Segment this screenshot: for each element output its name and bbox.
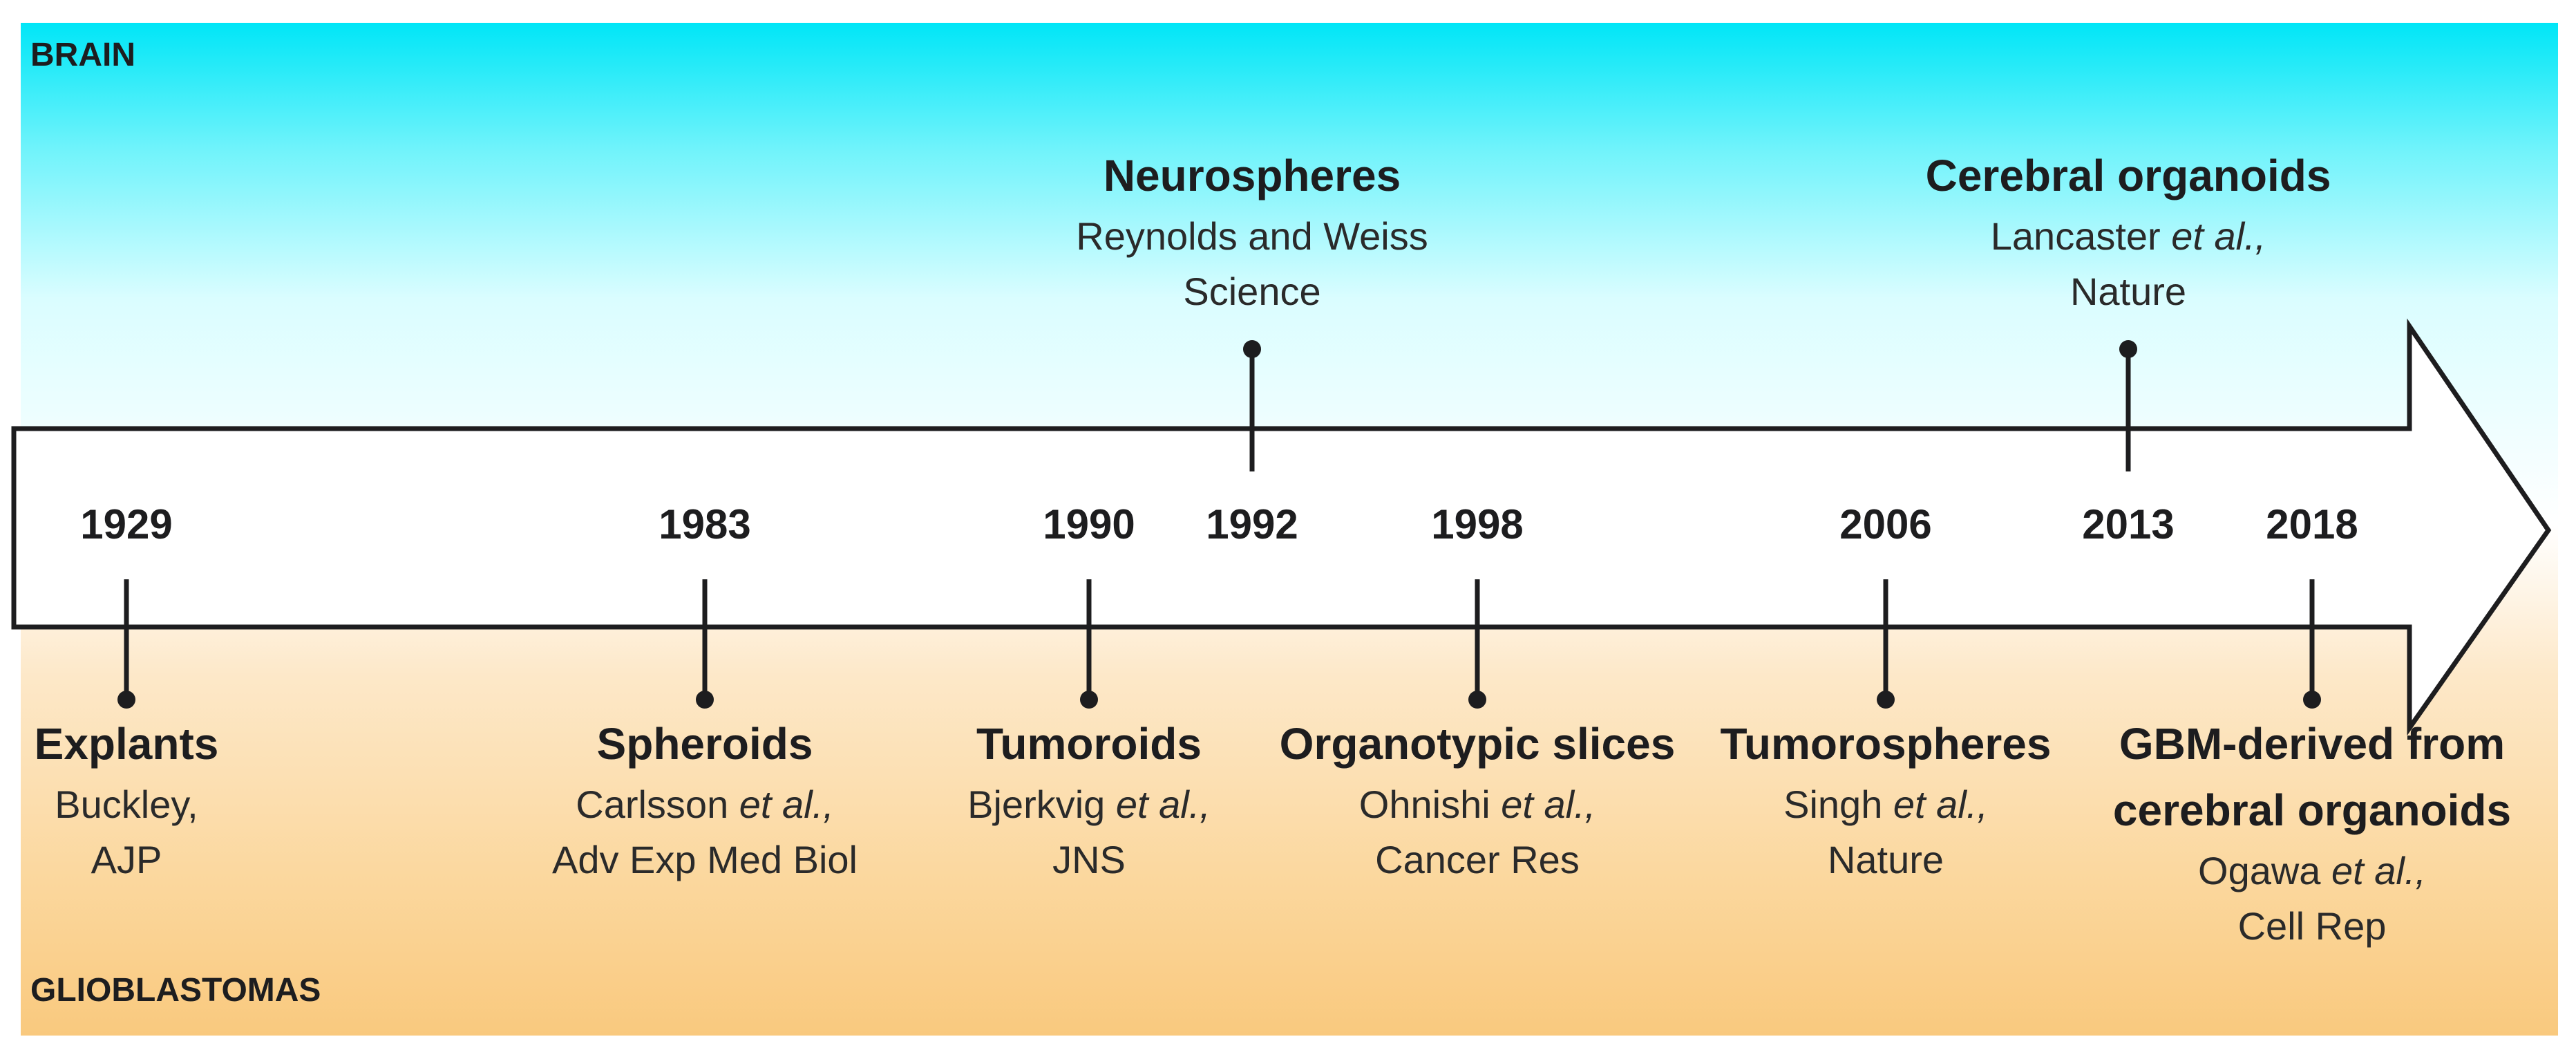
gbm-1990-dot	[1080, 691, 1098, 709]
event-citation-authors: Bjerkvig et al.,	[847, 777, 1331, 832]
event-title: Organotypic slices	[1279, 719, 1676, 769]
event-citation-journal: AJP	[91, 838, 162, 881]
timeline-stems	[117, 340, 2321, 709]
year-label-2006: 2006	[1839, 501, 1932, 548]
citation-author: Carlsson	[576, 783, 739, 826]
year-label-1929: 1929	[80, 501, 173, 548]
citation-author: Ogawa	[2198, 849, 2332, 892]
event-citation-authors: Carlsson et al.,	[463, 777, 947, 832]
event-citation-journal: Adv Exp Med Biol	[552, 838, 858, 881]
citation-author: Buckley,	[55, 783, 198, 826]
event-citation-journal: Nature	[1827, 838, 1944, 881]
event-citation-authors: Ogawa et al.,	[2070, 843, 2554, 899]
glioblastoma-section-label: GLIOBLASTOMAS	[30, 972, 321, 1009]
event-citation-journal: JNS	[1052, 838, 1126, 881]
event-citation-authors: Singh et al.,	[1644, 777, 2128, 832]
event-title: GBM-derived from	[2119, 719, 2506, 769]
brain-section-label: BRAIN	[30, 37, 135, 73]
year-label-2013: 2013	[2082, 501, 2175, 548]
event-citation-authors: Buckley,	[0, 777, 368, 832]
citation-et-al: et al.,	[739, 783, 834, 826]
citation-et-al: et al.,	[2331, 849, 2426, 892]
event-citation-authors: Reynolds and Weiss	[1010, 209, 1494, 264]
event-citation-journal: Science	[1183, 270, 1321, 313]
gbm-2018-dot	[2303, 691, 2321, 709]
brain-2013-dot	[2119, 340, 2137, 358]
event-title-line2: cerebral organoids	[2112, 785, 2512, 835]
citation-et-al: et al.,	[1115, 783, 1211, 826]
citation-author: Ohnishi	[1358, 783, 1502, 826]
year-label-1992: 1992	[1206, 501, 1298, 548]
gbm-1998-dot	[1468, 691, 1486, 709]
citation-et-al: et al.,	[1501, 783, 1596, 826]
event-title: Tumorospheres	[1720, 719, 2052, 769]
citation-author: Singh	[1783, 783, 1893, 826]
timeline-arrow	[11, 318, 2552, 736]
citation-et-al: et al.,	[2171, 214, 2266, 258]
gbm-1983-dot	[696, 691, 714, 709]
event-title: Tumoroids	[976, 719, 1202, 769]
citation-author: Bjerkvig	[967, 783, 1116, 826]
event-title: Explants	[34, 719, 219, 769]
event-citation-authors: Lancaster et al.,	[1886, 209, 2370, 264]
year-label-1983: 1983	[659, 501, 751, 548]
event-citation-authors: Ohnishi et al.,	[1235, 777, 1719, 832]
gbm-2006-dot	[1877, 691, 1895, 709]
citation-author: Lancaster	[1990, 214, 2172, 258]
gbm-1929-dot	[117, 691, 135, 709]
event-citation-journal: Cancer Res	[1375, 838, 1580, 881]
event-title: Cerebral organoids	[1925, 151, 2331, 200]
year-label-1998: 1998	[1431, 501, 1524, 548]
event-title: Neurospheres	[1103, 151, 1401, 200]
event-citation-journal: Cell Rep	[2237, 904, 2387, 948]
citation-author: Reynolds and Weiss	[1076, 214, 1428, 258]
event-citation-journal: Nature	[2070, 270, 2187, 313]
year-label-2018: 2018	[2266, 501, 2358, 548]
brain-1992-dot	[1243, 340, 1261, 358]
citation-et-al: et al.,	[1893, 783, 1988, 826]
year-label-1990: 1990	[1043, 501, 1135, 548]
event-title: Spheroids	[596, 719, 813, 769]
